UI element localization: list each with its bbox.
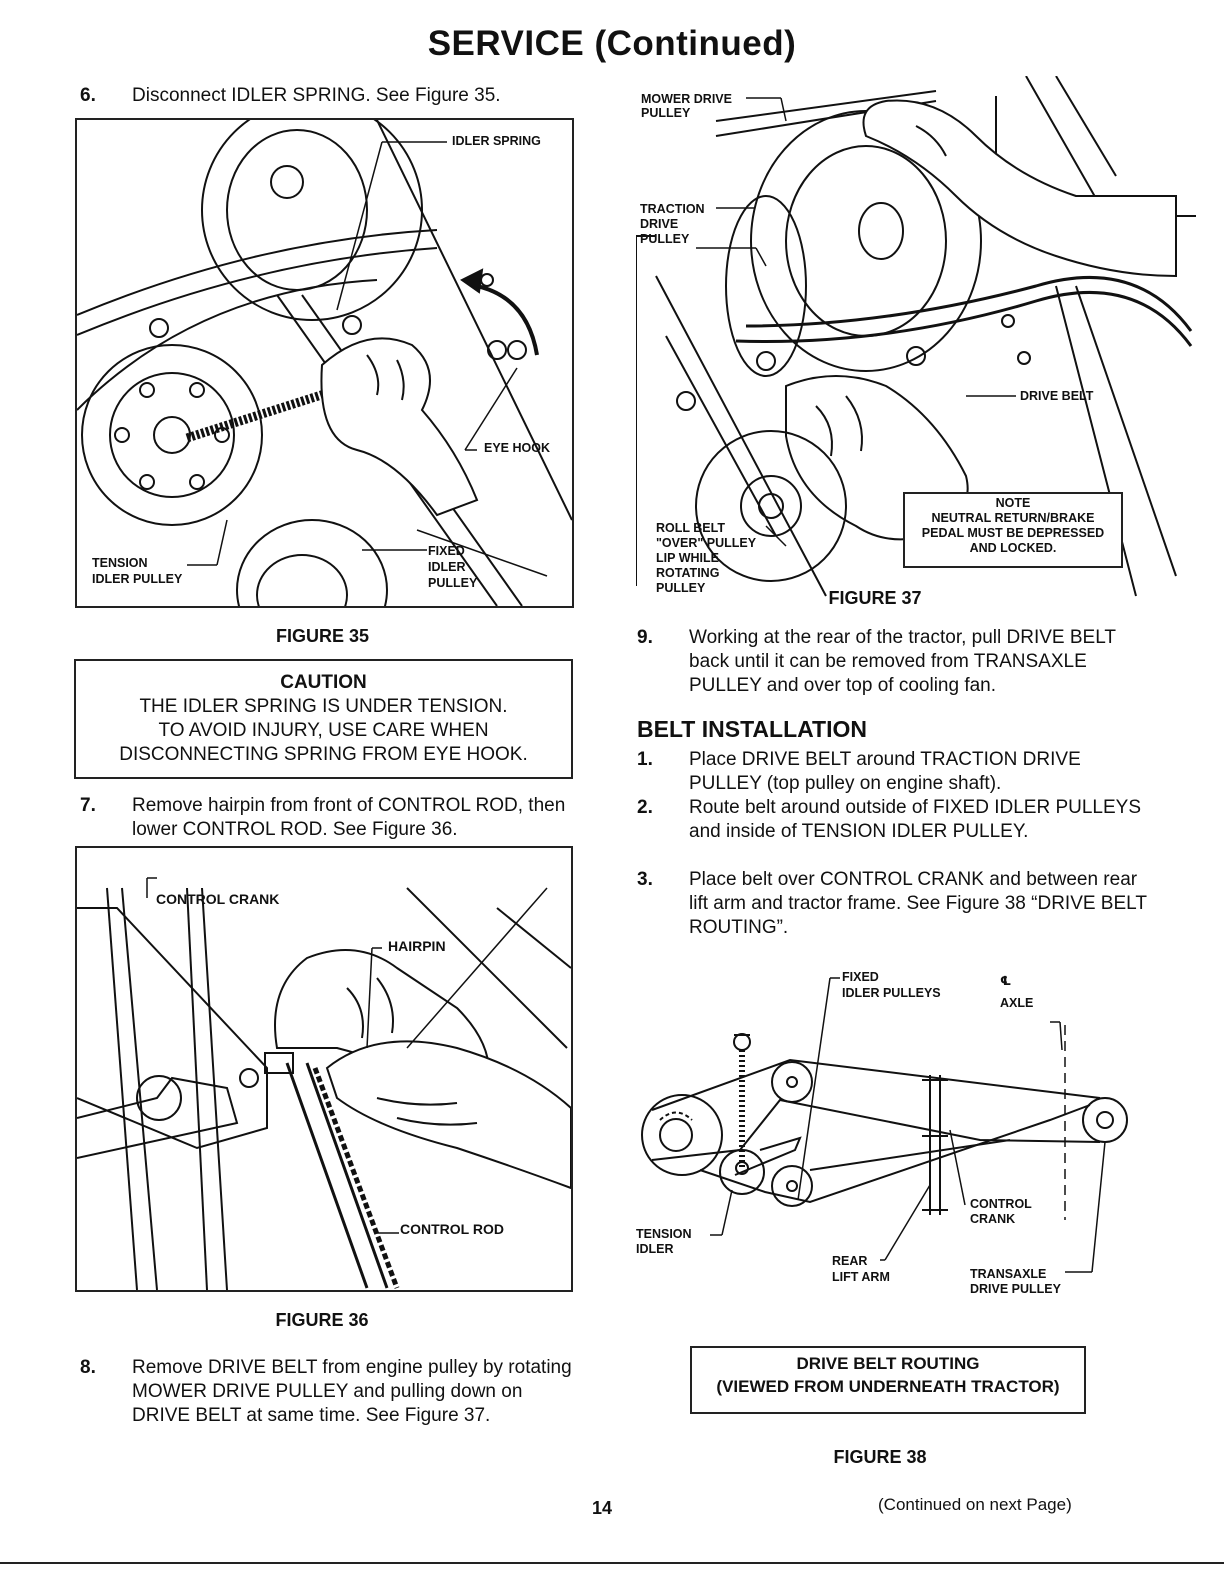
label-roll-belt-line2: "OVER" PULLEY [656,536,757,550]
step-number: 2. [637,797,653,818]
label-tension-idler-pulley-line1: TENSION [92,556,148,570]
label-fixed-idler-pulley-line2: IDLER [428,560,466,574]
label-tension-idler-pulley-line2: IDLER PULLEY [92,572,183,586]
label-traction-drive-pulley-line2: DRIVE [640,217,679,231]
label-transaxle-drive-pulley-line2: DRIVE PULLEY [970,1282,1061,1296]
caution-title: CAUTION [280,672,367,693]
step-9: 9. Working at the rear of the tractor, p… [637,626,1157,701]
figure-38-illustration [630,960,1150,1300]
continued-note: (Continued on next Page) [878,1495,1072,1514]
label-rear-lift-arm-line2: LIFT ARM [832,1270,890,1284]
step-number: 6. [80,85,96,106]
caution-box: CAUTION THE IDLER SPRING IS UNDER TENSIO… [74,659,573,779]
figure-37-caption: FIGURE 37 [828,588,922,608]
install-step-3: 3. Place belt over CONTROL CRANK and bet… [637,868,1157,940]
label-fixed-idler-pulleys-line1: FIXED [842,970,879,984]
label-roll-belt-line4: ROTATING [656,566,720,580]
note-box: NOTE NEUTRAL RETURN/BRAKE PEDAL MUST BE … [903,492,1123,568]
caution-line: THE IDLER SPRING IS UNDER TENSION. [139,696,508,717]
label-idler-spring: IDLER SPRING [452,134,541,148]
figure-38-caption: FIGURE 38 [833,1447,927,1467]
label-fixed-idler-pulley-line3: PULLEY [428,576,478,590]
routing-title: DRIVE BELT ROUTING [796,1354,980,1373]
idler-spring-drawing [77,120,572,606]
note-line: NEUTRAL RETURN/BRAKE [931,511,1095,525]
step-6: 6. Disconnect IDLER SPRING. See Figure 3… [80,84,580,110]
label-control-crank-line1: CONTROL [970,1197,1032,1211]
note-line: PEDAL MUST BE DEPRESSED [921,526,1105,540]
step-text: Place DRIVE BELT around TRACTION DRIVE P… [689,749,1081,794]
figure-35-illustration [75,118,574,608]
step-7: 7. Remove hairpin from front of CONTROL … [80,794,580,844]
label-traction-drive-pulley-line3: PULLEY [640,232,690,246]
label-roll-belt-line5: PULLEY [656,581,706,595]
step-number: 1. [637,749,653,770]
drive-belt-routing-box: DRIVE BELT ROUTING (VIEWED FROM UNDERNEA… [690,1346,1086,1414]
figure-36-caption: FIGURE 36 [275,1310,369,1330]
label-roll-belt-line3: LIP WHILE [656,551,719,565]
install-step-1: 1. Place DRIVE BELT around TRACTION DRIV… [637,748,1157,796]
step-8: 8. Remove DRIVE BELT from engine pulley … [80,1356,580,1456]
label-control-crank-line2: CRANK [970,1212,1016,1226]
section-heading-belt-installation: BELT INSTALLATION [637,716,867,742]
step-text: Working at the rear of the tractor, pull… [689,627,1116,696]
label-mower-drive-pulley-line1: MOWER DRIVE [641,92,732,106]
step-text: Route belt around outside of FIXED IDLER… [689,797,1142,842]
label-drive-belt: DRIVE BELT [1020,389,1094,403]
step-number: 7. [80,795,96,816]
routing-subtitle: (VIEWED FROM UNDERNEATH TRACTOR) [716,1377,1060,1396]
figure-35-caption: FIGURE 35 [275,626,370,646]
label-mower-drive-pulley-line2: PULLEY [641,106,691,120]
note-title: NOTE [995,496,1031,510]
label-rear-lift-arm-line1: REAR [832,1254,868,1268]
caution-line: TO AVOID INJURY, USE CARE WHEN [158,720,489,741]
caution-line: DISCONNECTING SPRING FROM EYE HOOK. [119,744,528,765]
page-title: SERVICE (Continued) [427,24,797,63]
label-fixed-idler-pulley-line1: FIXED [428,544,465,558]
label-axle: AXLE [1000,996,1034,1010]
step-text: Remove hairpin from front of CONTROL ROD… [132,795,566,840]
page-number: 14 [591,1498,613,1518]
label-transaxle-drive-pulley-line1: TRANSAXLE [970,1267,1047,1281]
label-hairpin: HAIRPIN [388,938,446,954]
install-step-2: 2. Route belt around outside of FIXED ID… [637,796,1157,868]
step-number: 9. [637,627,653,648]
figure-36-illustration [75,846,573,1292]
control-rod-drawing [77,877,571,1290]
step-number: 8. [80,1357,96,1378]
label-centerline-symbol: ℄ [1000,974,1012,988]
step-text: Place belt over CONTROL CRANK and betwee… [689,869,1147,938]
label-roll-belt-line1: ROLL BELT [656,521,725,535]
drive-belt-routing-diagram [641,977,1128,1273]
label-eye-hook: EYE HOOK [484,441,550,455]
step-number: 3. [637,869,653,890]
label-control-crank: CONTROL CRANK [156,891,280,907]
label-fixed-idler-pulleys-line2: IDLER PULLEYS [842,986,941,1000]
label-traction-drive-pulley-line1: TRACTION [640,202,705,216]
label-control-rod: CONTROL ROD [400,1221,504,1237]
note-line: AND LOCKED. [969,541,1057,555]
page-bottom-edge [0,1562,1224,1564]
label-tension-idler-line2: IDLER [636,1242,674,1256]
label-tension-idler-line1: TENSION [636,1227,692,1241]
step-text: Remove DRIVE BELT from engine pulley by … [132,1357,572,1426]
step-text: Disconnect IDLER SPRING. See Figure 35. [132,85,501,106]
